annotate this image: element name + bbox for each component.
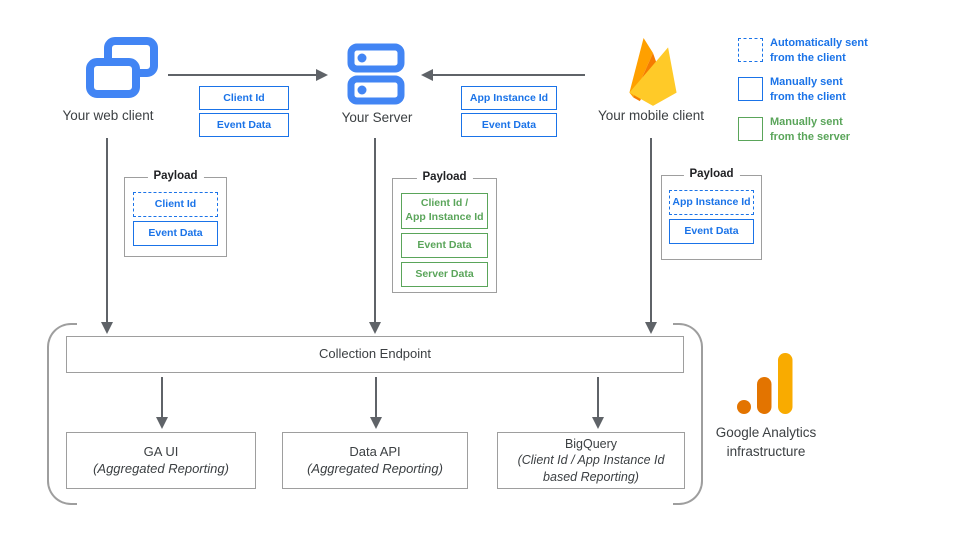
output-title: BigQuery	[564, 437, 618, 452]
arrow-endpoint-gaui-line	[161, 377, 163, 417]
payload-web-field-event-data: Event Data	[133, 221, 218, 246]
arrow-mobile-to-server-line	[433, 74, 585, 76]
output-title: Data API	[349, 443, 401, 459]
arrow-endpoint-gaui-head	[156, 417, 168, 429]
infrastructure-brand-label: Google Analytics infrastructure	[688, 424, 844, 462]
web-client-icon	[86, 37, 158, 98]
google-analytics-icon	[737, 353, 793, 414]
payload-mobile-field-event-data: Event Data	[669, 219, 754, 244]
payload-server-field-ids: Client Id / App Instance Id	[401, 193, 488, 229]
arrow-web-down-head	[101, 322, 113, 334]
legend-line: from the server	[770, 130, 851, 143]
arrow-endpoint-bigquery-line	[597, 377, 599, 417]
arrow-server-down-head	[369, 322, 381, 334]
payload-server-field-event-data: Event Data	[401, 233, 488, 258]
tag-event-data-mobile: Event Data	[461, 113, 557, 137]
arrow-server-down-line	[374, 138, 376, 322]
server-icon	[347, 43, 405, 105]
arrow-mobile-down-head	[645, 322, 657, 334]
arrow-web-down-line	[106, 138, 108, 322]
arrow-endpoint-dataapi-line	[375, 377, 377, 417]
legend-swatch-manual-server	[738, 117, 763, 141]
payload-server-field-server-data: Server Data	[401, 262, 488, 287]
payload-web: Payload Client Id Event Data	[124, 170, 227, 257]
payload-mobile-title: Payload	[683, 168, 740, 180]
output-subtitle: (Aggregated Reporting)	[307, 460, 443, 476]
mobile-client-label: Your mobile client	[597, 108, 705, 123]
payload-field-line: Client Id /	[420, 197, 469, 210]
legend-swatch-manual-client	[738, 77, 763, 101]
web-client-label: Your web client	[62, 108, 154, 123]
arrow-endpoint-bigquery-head	[592, 417, 604, 429]
payload-mobile-field-app-instance-id: App Instance Id	[669, 190, 754, 215]
brand-line: Google Analytics	[715, 425, 817, 440]
output-bigquery-box: BigQuery (Client Id / App Instance Id ba…	[497, 432, 685, 489]
firebase-icon	[629, 37, 677, 106]
output-subtitle: (Aggregated Reporting)	[93, 460, 229, 476]
output-data-api-box: Data API (Aggregated Reporting)	[282, 432, 468, 489]
legend-line: Automatically sent	[770, 37, 868, 49]
arrow-web-to-server-line	[168, 74, 316, 76]
legend-line: Manually sent	[770, 76, 843, 88]
output-title: GA UI	[143, 443, 179, 459]
legend-swatch-auto-client	[738, 38, 763, 62]
legend-label-manual-server: Manually sent from the server	[770, 115, 910, 145]
brand-line: infrastructure	[726, 443, 806, 459]
arrow-mobile-down-line	[650, 138, 652, 322]
payload-server: Payload Client Id / App Instance Id Even…	[392, 171, 497, 293]
payload-mobile: Payload App Instance Id Event Data	[661, 168, 762, 260]
legend-line: Manually sent	[770, 116, 843, 128]
payload-web-field-client-id: Client Id	[133, 192, 218, 217]
arrow-mobile-to-server-head	[421, 69, 433, 81]
legend-label-manual-client: Manually sent from the client	[770, 75, 910, 105]
arrow-web-to-server-head	[316, 69, 328, 81]
payload-server-title: Payload	[416, 171, 473, 183]
tag-app-instance-id: App Instance Id	[461, 86, 557, 110]
arrow-endpoint-dataapi-head	[370, 417, 382, 429]
legend-line: from the client	[770, 90, 846, 103]
payload-field-line: App Instance Id	[405, 211, 484, 223]
payload-web-title: Payload	[147, 170, 204, 182]
output-ga-ui-box: GA UI (Aggregated Reporting)	[66, 432, 256, 489]
output-subtitle: (Client Id / App Instance Id based Repor…	[517, 453, 665, 484]
legend-line: from the client	[770, 51, 846, 64]
collection-endpoint-label: Collection Endpoint	[318, 346, 432, 362]
collection-endpoint-box: Collection Endpoint	[66, 336, 684, 373]
legend-label-auto-client: Automatically sent from the client	[770, 36, 910, 66]
tag-client-id: Client Id	[199, 86, 289, 110]
tag-event-data-web: Event Data	[199, 113, 289, 137]
server-label: Your Server	[341, 110, 413, 125]
